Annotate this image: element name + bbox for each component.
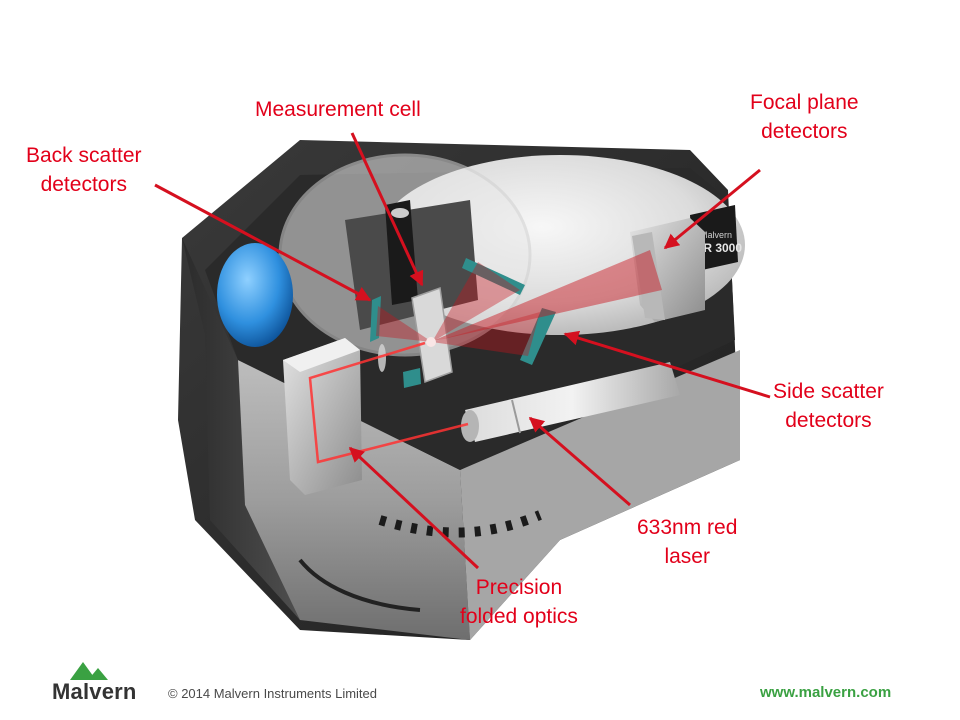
label-focal-plane: Focal plane detectors xyxy=(750,91,859,143)
label-measurement-cell: Measurement cell xyxy=(255,98,421,121)
arrow-back-scatter xyxy=(154,183,372,302)
laser-beam xyxy=(308,250,662,464)
arrow-optics xyxy=(348,446,480,570)
focal-plane-detector-block xyxy=(630,218,705,322)
label-optics: Precision folded optics xyxy=(460,576,578,628)
footer-brand: Malvern xyxy=(52,679,137,704)
detector-plates xyxy=(370,258,556,388)
footer-website-link[interactable]: www.malvern.com xyxy=(760,684,892,701)
device-brand: Malvern xyxy=(700,230,732,240)
label-laser: 633nm red laser xyxy=(637,516,738,568)
arrow-side-scatter xyxy=(563,330,771,399)
annotation-arrows xyxy=(154,132,771,570)
laser-tube xyxy=(461,362,680,442)
label-back-scatter: Back scatter detectors xyxy=(26,144,142,196)
arrow-laser xyxy=(528,416,631,507)
arrow-measurement-cell xyxy=(350,132,424,287)
measurement-cuvette xyxy=(411,286,453,384)
arrow-focal-plane xyxy=(663,168,761,250)
mountain-icon xyxy=(70,662,96,680)
mountain-icon-small xyxy=(88,668,108,680)
footer-copyright: © 2014 Malvern Instruments Limited xyxy=(168,686,378,701)
malvern-mountain-logo xyxy=(70,662,108,680)
label-side-scatter: Side scatter detectors xyxy=(773,380,884,432)
folded-optics-block xyxy=(283,338,362,495)
